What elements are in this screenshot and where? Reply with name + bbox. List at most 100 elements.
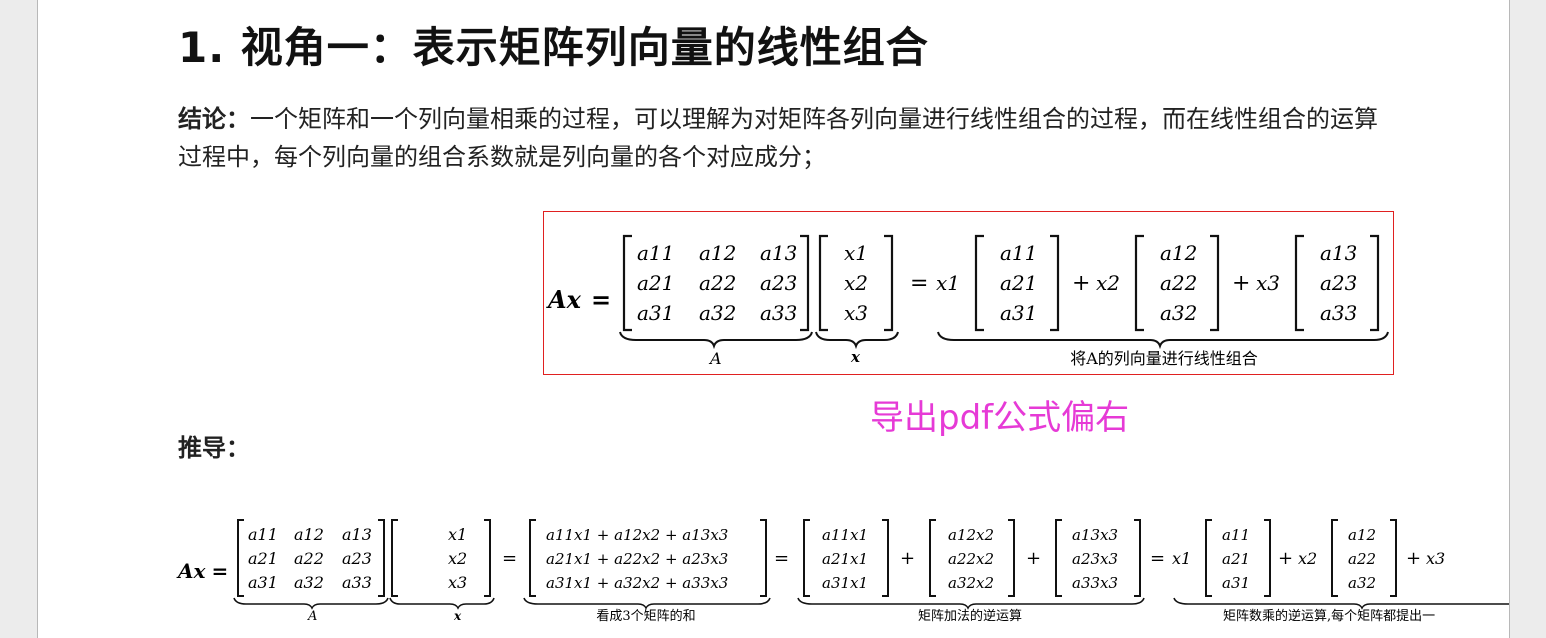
matrix-cell: a33 <box>342 573 372 592</box>
matrix-cell: a11 <box>637 241 674 265</box>
coefficient: x1 <box>1172 549 1191 568</box>
final-cell: a31 <box>1222 574 1250 592</box>
equals-sign: = <box>774 548 789 569</box>
underbrace-products-label: 看成3个矩阵的和 <box>596 608 695 624</box>
document-page: 1. 视角一：表示矩阵列向量的线性组合 结论：一个矩阵和一个列向量相乘的过程，可… <box>37 0 1510 638</box>
product-row: a31x1 + a32x2 + a33x3 <box>546 574 728 592</box>
column-3-right-bracket <box>1370 234 1380 332</box>
vector-x-left-bracket <box>818 234 828 332</box>
underbrace-split <box>797 597 1145 610</box>
underbrace-x <box>389 597 495 610</box>
underbrace-a <box>619 331 813 350</box>
underbrace-products <box>523 597 771 610</box>
final-cell: a12 <box>1348 526 1376 544</box>
product-right-bracket <box>760 519 767 597</box>
vector-cell: x1 <box>844 241 868 265</box>
vector-cell: x1 <box>448 525 467 544</box>
split-cell: a12x2 <box>948 526 994 544</box>
final-col-1-right <box>1264 519 1271 597</box>
final-cell: a22 <box>1348 550 1376 568</box>
underbrace-x-label: x <box>850 348 861 366</box>
formula-lhs: Ax= <box>546 285 611 314</box>
split-cell: a13x3 <box>1072 526 1118 544</box>
column-cell: a33 <box>1320 301 1357 325</box>
product-row: a11x1 + a12x2 + a13x3 <box>546 526 728 544</box>
annotation-note: 导出pdf公式偏右 <box>870 398 1130 438</box>
split-cell: a11x1 <box>822 526 868 544</box>
coefficient: x2 <box>1298 549 1317 568</box>
column-1-right-bracket <box>1050 234 1060 332</box>
conclusion-label: 结论： <box>178 105 250 133</box>
matrix-cell: a33 <box>760 301 797 325</box>
matrix-cell: a23 <box>342 549 372 568</box>
column-2-right-bracket <box>1210 234 1220 332</box>
coefficient: x1 <box>936 271 960 295</box>
column-cell: a31 <box>1000 301 1037 325</box>
matrix-cell: a12 <box>294 525 324 544</box>
vector-cell: x3 <box>844 301 868 325</box>
underbrace-x <box>815 331 899 350</box>
column-1-left-bracket <box>974 234 984 332</box>
split-col-1-right <box>882 519 889 597</box>
underbrace-a-label: A <box>708 349 722 368</box>
plus-sign: + <box>900 548 915 569</box>
underbrace-final-label: 矩阵数乘的逆运算,每个矩阵都提出一 <box>1223 608 1435 624</box>
section-heading: 1. 视角一：表示矩阵列向量的线性组合 <box>178 23 929 72</box>
matrix-cell: a23 <box>760 271 797 295</box>
column-cell: a22 <box>1160 271 1197 295</box>
split-cell: a23x3 <box>1072 550 1118 568</box>
plus-sign: + <box>1232 271 1250 296</box>
matrix-a-right-bracket <box>800 234 810 332</box>
matrix-a-left-bracket <box>237 519 244 597</box>
column-cell: a23 <box>1320 271 1357 295</box>
underbrace-split-label: 矩阵加法的逆运算 <box>918 608 1022 624</box>
split-col-2-right <box>1008 519 1015 597</box>
matrix-cell: a13 <box>760 241 797 265</box>
column-2-left-bracket <box>1134 234 1144 332</box>
vector-x-right-bracket <box>484 519 491 597</box>
matrix-cell: a21 <box>637 271 674 295</box>
split-cell: a21x1 <box>822 550 868 568</box>
column-cell: a21 <box>1000 271 1037 295</box>
column-cell: a32 <box>1160 301 1197 325</box>
matrix-cell: a13 <box>342 525 372 544</box>
final-cell: a11 <box>1222 526 1250 544</box>
split-cell: a31x1 <box>822 574 868 592</box>
vector-cell: x2 <box>448 549 467 568</box>
vertical-scrollbar[interactable] <box>1524 0 1546 638</box>
vector-x-right-bracket <box>884 234 894 332</box>
split-col-3-left <box>1055 519 1062 597</box>
matrix-cell: a22 <box>699 271 736 295</box>
underbrace-a-label: A <box>307 609 317 624</box>
coefficient: x3 <box>1256 271 1280 295</box>
split-cell: a33x3 <box>1072 574 1118 592</box>
column-cell: a11 <box>1000 241 1037 265</box>
final-col-2-right <box>1390 519 1397 597</box>
coefficient: x3 <box>1426 549 1445 568</box>
derivation-label: 推导： <box>178 434 250 462</box>
equals-sign: = <box>910 271 928 296</box>
plus-sign: + <box>1026 548 1041 569</box>
underbrace-final <box>1173 597 1509 610</box>
equals-sign: = <box>502 548 517 569</box>
final-col-2-left <box>1331 519 1338 597</box>
matrix-a-right-bracket <box>378 519 385 597</box>
coefficient: x2 <box>1096 271 1120 295</box>
underbrace-x-label: x <box>453 609 462 623</box>
derivation-formula-svg: Ax= a11 a12 a13 a21 a22 a23 a31 a32 a33 … <box>176 519 1509 624</box>
final-col-1-left <box>1205 519 1212 597</box>
split-col-3-right <box>1134 519 1141 597</box>
column-cell: a12 <box>1160 241 1197 265</box>
final-cell: a32 <box>1348 574 1376 592</box>
plus-sign: + <box>1406 548 1421 569</box>
column-cell: a13 <box>1320 241 1357 265</box>
matrix-cell: a11 <box>248 525 278 544</box>
equals-sign: = <box>1150 548 1165 569</box>
matrix-cell: a31 <box>637 301 674 325</box>
split-col-2-left <box>929 519 936 597</box>
matrix-cell: a32 <box>294 573 324 592</box>
vector-cell: x2 <box>844 271 868 295</box>
split-cell: a32x2 <box>948 574 994 592</box>
product-left-bracket <box>529 519 536 597</box>
underbrace-combination-label: 将A的列向量进行线性组合 <box>1070 349 1258 368</box>
